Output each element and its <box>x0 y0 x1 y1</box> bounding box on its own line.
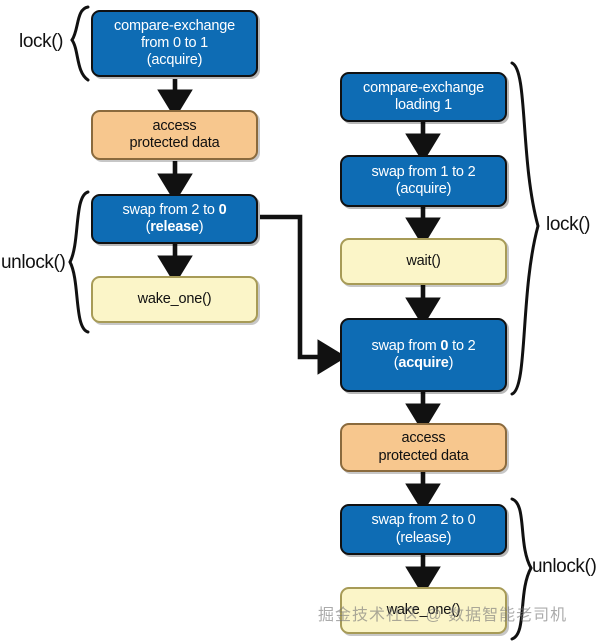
node-swap-0-to-2-acquire[interactable]: swap from 0 to 2(acquire) <box>340 318 507 392</box>
node-label: access protected data <box>378 430 469 464</box>
node-access-protected-data-left[interactable]: access protected data <box>91 110 258 160</box>
brace-label-left-unlock: unlock() <box>1 252 66 273</box>
node-label: swap from 1 to 2 (acquire) <box>371 163 476 197</box>
right-lock-brace <box>510 61 540 396</box>
node-label: compare-exchange from 0 to 1 (acquire) <box>114 17 235 69</box>
left-unlock-brace <box>68 190 90 334</box>
node-access-protected-data-right[interactable]: access protected data <box>340 423 507 472</box>
node-label: wait() <box>406 252 441 269</box>
cross-connector-release-to-acquire <box>260 214 347 375</box>
brace-label-right-unlock: unlock() <box>532 556 597 577</box>
node-compare-exchange-0-to-1[interactable]: compare-exchange from 0 to 1 (acquire) <box>91 10 258 77</box>
node-label: swap from 0 to 2(acquire) <box>371 337 476 371</box>
node-label: wake_one() <box>137 290 212 307</box>
node-swap-2-to-0-release-right[interactable]: swap from 2 to 0 (release) <box>340 504 507 555</box>
node-label: wake_one() <box>386 601 461 618</box>
right-unlock-brace <box>510 497 533 641</box>
node-label: compare-exchange loading 1 <box>363 79 484 113</box>
node-wake-one-left[interactable]: wake_one() <box>91 276 258 323</box>
brace-label-left-lock: lock() <box>19 31 64 52</box>
node-wake-one-right[interactable]: wake_one() <box>340 587 507 634</box>
left-lock-brace <box>70 5 90 82</box>
node-label: swap from 2 to 0(release) <box>122 201 227 235</box>
node-compare-exchange-loading-1[interactable]: compare-exchange loading 1 <box>340 72 507 122</box>
node-wait[interactable]: wait() <box>340 238 507 285</box>
brace-label-right-lock: lock() <box>546 214 591 235</box>
node-label: swap from 2 to 0 (release) <box>371 512 476 546</box>
node-swap-2-to-0-release-left[interactable]: swap from 2 to 0(release) <box>91 194 258 244</box>
node-label: access protected data <box>129 117 220 151</box>
node-swap-1-to-2-acquire[interactable]: swap from 1 to 2 (acquire) <box>340 155 507 207</box>
